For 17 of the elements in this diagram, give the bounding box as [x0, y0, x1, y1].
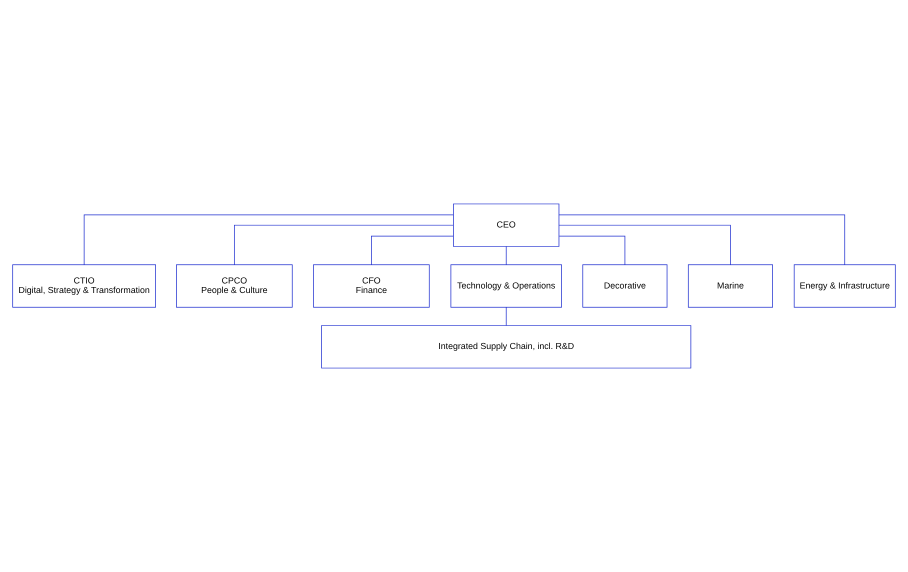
node-box: Technology & Operations — [450, 264, 562, 308]
node-box: CEO — [453, 204, 560, 247]
connector — [371, 236, 454, 265]
node-box: Marine — [688, 264, 773, 308]
connector — [234, 224, 454, 266]
connector — [558, 236, 626, 265]
node-box: Integrated Supply Chain, incl. R&D — [321, 325, 692, 368]
node-box: CPCO People & Culture — [176, 264, 293, 308]
connector — [558, 214, 846, 266]
node-box: CTIO Digital, Strategy & Transformation — [12, 264, 156, 308]
connector — [558, 224, 731, 266]
connector — [506, 246, 507, 265]
node-box: CFO Finance — [313, 264, 430, 308]
connector — [506, 306, 507, 326]
node-box: Decorative — [582, 264, 668, 308]
node-box: Energy & Infrastructure — [794, 264, 896, 308]
connector — [84, 214, 454, 266]
